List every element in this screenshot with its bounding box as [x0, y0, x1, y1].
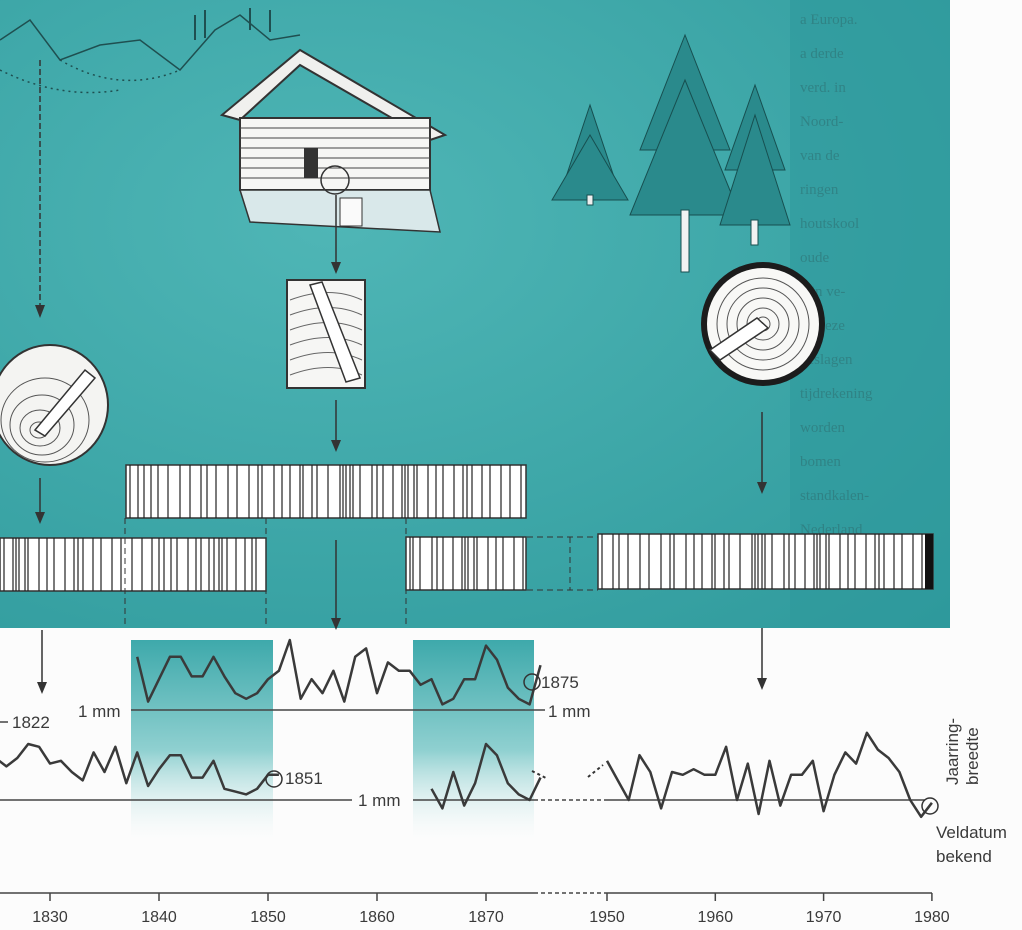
gap-dots-a: [531, 770, 549, 780]
ring-width-series: [0, 742, 279, 796]
background-text-line: Noord-: [800, 114, 843, 130]
background-text-line: oude: [800, 250, 830, 266]
ring-strip: [125, 464, 527, 519]
mm-label-upper-right: 1 mm: [548, 702, 591, 721]
overlap-band-left: [131, 640, 273, 840]
x-tick-label: 1980: [914, 909, 950, 926]
background-text-line: houtskool: [800, 216, 859, 232]
ring-strip: [0, 537, 267, 592]
series-layer: [0, 638, 933, 819]
x-tick-label: 1960: [698, 909, 734, 926]
ring-width-label-line: breedte: [963, 727, 982, 785]
ring-width-series: [430, 742, 542, 810]
x-tick-label: 1860: [359, 909, 395, 926]
x-tick-label: 1840: [141, 909, 177, 926]
gap-dots-b: [587, 764, 604, 778]
background-text-line: ringen: [800, 182, 839, 198]
log-cross-section-left: [0, 344, 109, 466]
x-tick-label: 1870: [468, 909, 504, 926]
field-date-line1: Veldatum: [936, 823, 1007, 842]
ring-width-label-line: Jaarring-: [943, 718, 962, 785]
x-tick-label: 1850: [250, 909, 286, 926]
x-axis: 1830 1840 1850 1860 1870 1950 1960 1970 1980: [0, 892, 950, 926]
cabin-illustration: [219, 48, 448, 233]
year-1851-label: 1851: [285, 769, 323, 788]
tree-icons: [551, 33, 791, 273]
x-tick-label: 1830: [32, 909, 68, 926]
mm-label-lower: 1 mm: [358, 791, 401, 810]
mm-label-upper-left: 1 mm: [78, 702, 121, 721]
background-text-group: a Europa. a derde verd. in Noord-van de ring…: [800, 12, 873, 538]
arrow-left-2-head: [35, 512, 45, 524]
background-text-line: standkalen-: [800, 488, 869, 504]
ring-width-series: [605, 731, 933, 819]
ring-width-series: [135, 638, 542, 706]
ring-width-chart: [0, 638, 939, 819]
background-text-line: van de: [800, 148, 840, 164]
year-1875-label: 1875: [541, 673, 579, 692]
marker-1851: [265, 770, 283, 788]
arrow-lower-left-head: [37, 682, 47, 694]
marker-1980: [921, 797, 939, 815]
tree-cross-section: [701, 262, 825, 386]
arrow-cabin-head: [331, 262, 341, 274]
field-date-line2: bekend: [936, 847, 992, 866]
ring-strip: [405, 536, 527, 591]
background-text-line: verd. in: [800, 80, 846, 96]
arrow-upper-strip-head: [331, 618, 341, 630]
background-text-line: bomen: [800, 454, 841, 470]
arrow-lower-right-head: [757, 678, 767, 690]
background-text-line: worden: [800, 420, 845, 436]
arrow-tree-head: [757, 482, 767, 494]
marker-1875: [523, 673, 541, 691]
x-tick-label: 1970: [806, 909, 842, 926]
overlap-band-right: [413, 640, 534, 840]
year-1822-label: 1822: [12, 713, 50, 732]
background-text-line: a derde: [800, 46, 844, 62]
bark-edge: [925, 534, 933, 589]
dashed-connectors: [124, 518, 598, 625]
background-text-line: tijdrekening: [800, 386, 873, 402]
x-tick-label: 1950: [589, 909, 625, 926]
background-text-line: a Europa.: [800, 12, 857, 28]
beam-sample: [286, 279, 366, 389]
tree-ring-strips: [0, 464, 934, 592]
ring-width-label: Jaarring-breedte: [943, 718, 982, 785]
landscape-illustration: [0, 8, 301, 94]
arrow-left-head: [35, 305, 45, 318]
arrow-beam-head: [331, 440, 341, 452]
